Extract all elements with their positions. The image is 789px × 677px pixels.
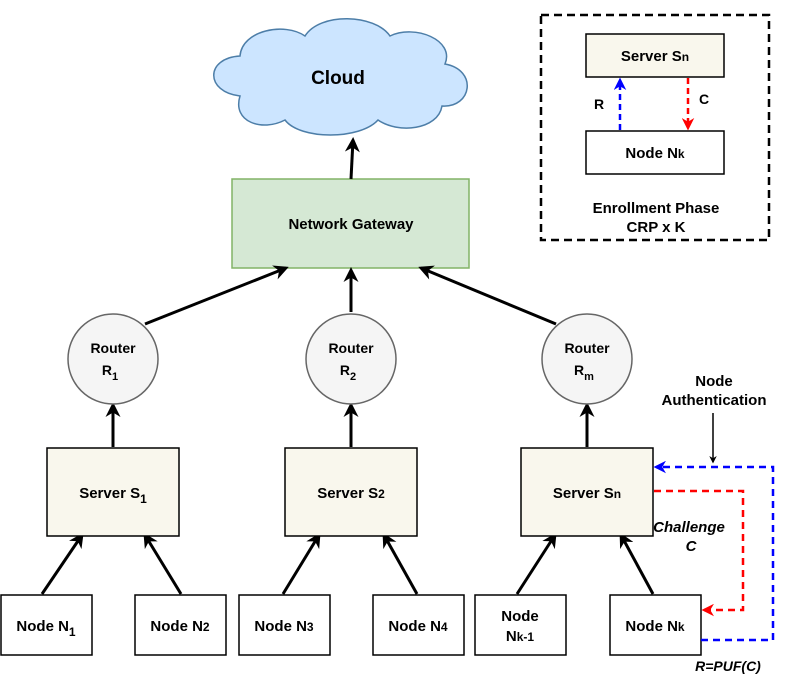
arrow-nodek1-to-servern <box>515 532 557 595</box>
server-n-label: Server Sn <box>553 485 621 502</box>
server-2: Server S2 <box>284 447 418 537</box>
node-2: Node N2 <box>134 594 227 656</box>
cloud: Cloud <box>213 18 468 136</box>
connection-arrows <box>40 137 655 595</box>
gateway-label: Network Gateway <box>288 216 414 233</box>
arrow-router1-to-gateway <box>144 265 289 326</box>
server-n: Server Sn <box>520 447 654 537</box>
node-1-box <box>0 594 93 656</box>
node-k-1: Node Nk-1 <box>474 594 567 656</box>
network-gateway: Network Gateway <box>231 178 470 269</box>
enrollment-node-box <box>585 130 725 175</box>
arrow-node4-to-server2 <box>382 532 419 595</box>
router-m: Router Rm <box>541 313 633 405</box>
server-2-box <box>284 447 418 537</box>
server-1-label: Server S1 <box>79 485 147 506</box>
node-2-label: Node N2 <box>150 618 210 635</box>
node-4-box <box>372 594 465 656</box>
node-4: Node N4 <box>372 594 465 656</box>
enrollment-title-line2: CRP x K <box>627 219 686 236</box>
authentication-title-line2: Authentication <box>662 392 767 409</box>
router-2: Router R2 <box>305 313 397 405</box>
challenge-label-line1: Challenge <box>653 519 725 536</box>
arrow-gateway-to-cloud <box>344 137 360 180</box>
node-k-1-symbol: Nk-1 <box>506 628 535 645</box>
node-3-label: Node N3 <box>254 618 314 635</box>
cloud-label: Cloud <box>311 68 365 89</box>
router-2-circle <box>305 313 397 405</box>
arrow-routerm-to-gateway <box>418 265 557 326</box>
response-puf-label: R=PUF(C) <box>695 658 761 674</box>
server-n-box <box>520 447 654 537</box>
node-k-label: Node Nk <box>625 618 685 635</box>
enrollment-frame <box>539 13 771 242</box>
router-1-label: Router <box>90 340 136 356</box>
server-2-label: Server S2 <box>317 485 385 502</box>
node-3-box <box>238 594 331 656</box>
router-1-circle <box>67 313 159 405</box>
node-k: Node Nk <box>609 594 702 656</box>
node-k-1-label: Node <box>501 608 539 625</box>
router-m-label: Router <box>564 340 610 356</box>
enrollment-title-line1: Enrollment Phase <box>593 200 720 217</box>
enrollment-server-box <box>585 33 725 78</box>
cloud-shape <box>213 18 468 136</box>
authentication-title-line1: Node <box>695 373 733 390</box>
server-1: Server S1 <box>46 447 180 537</box>
authentication-flow <box>653 413 775 642</box>
enrollment-phase: Server Sn Node Nk R C Enrollment Phase C… <box>539 13 771 242</box>
router-2-label: Router <box>328 340 374 356</box>
arrow-node2-to-server1 <box>143 532 183 595</box>
arrow-nodek-to-servern <box>619 532 655 595</box>
router-1: Router R1 <box>67 313 159 405</box>
enrollment-challenge-label: C <box>699 91 709 107</box>
node-3: Node N3 <box>238 594 331 656</box>
server-1-box <box>46 447 180 537</box>
enrollment-node-label: Node Nk <box>625 145 685 162</box>
node-1: Node N1 <box>0 594 93 656</box>
node-k-1-box <box>474 594 567 656</box>
arrow-node3-to-server2 <box>281 532 321 595</box>
node-2-box <box>134 594 227 656</box>
challenge-label-line2: C <box>686 538 698 555</box>
enrollment-server-label: Server Sn <box>621 48 689 65</box>
router-m-circle <box>541 313 633 405</box>
enrollment-response-label: R <box>594 96 604 112</box>
challenge-path <box>654 489 745 617</box>
response-path <box>653 460 775 642</box>
gateway-box <box>231 178 470 269</box>
node-k-box <box>609 594 702 656</box>
node-1-label: Node N1 <box>16 618 76 639</box>
node-4-label: Node N4 <box>388 618 448 635</box>
arrow-node1-to-server1 <box>40 532 84 595</box>
